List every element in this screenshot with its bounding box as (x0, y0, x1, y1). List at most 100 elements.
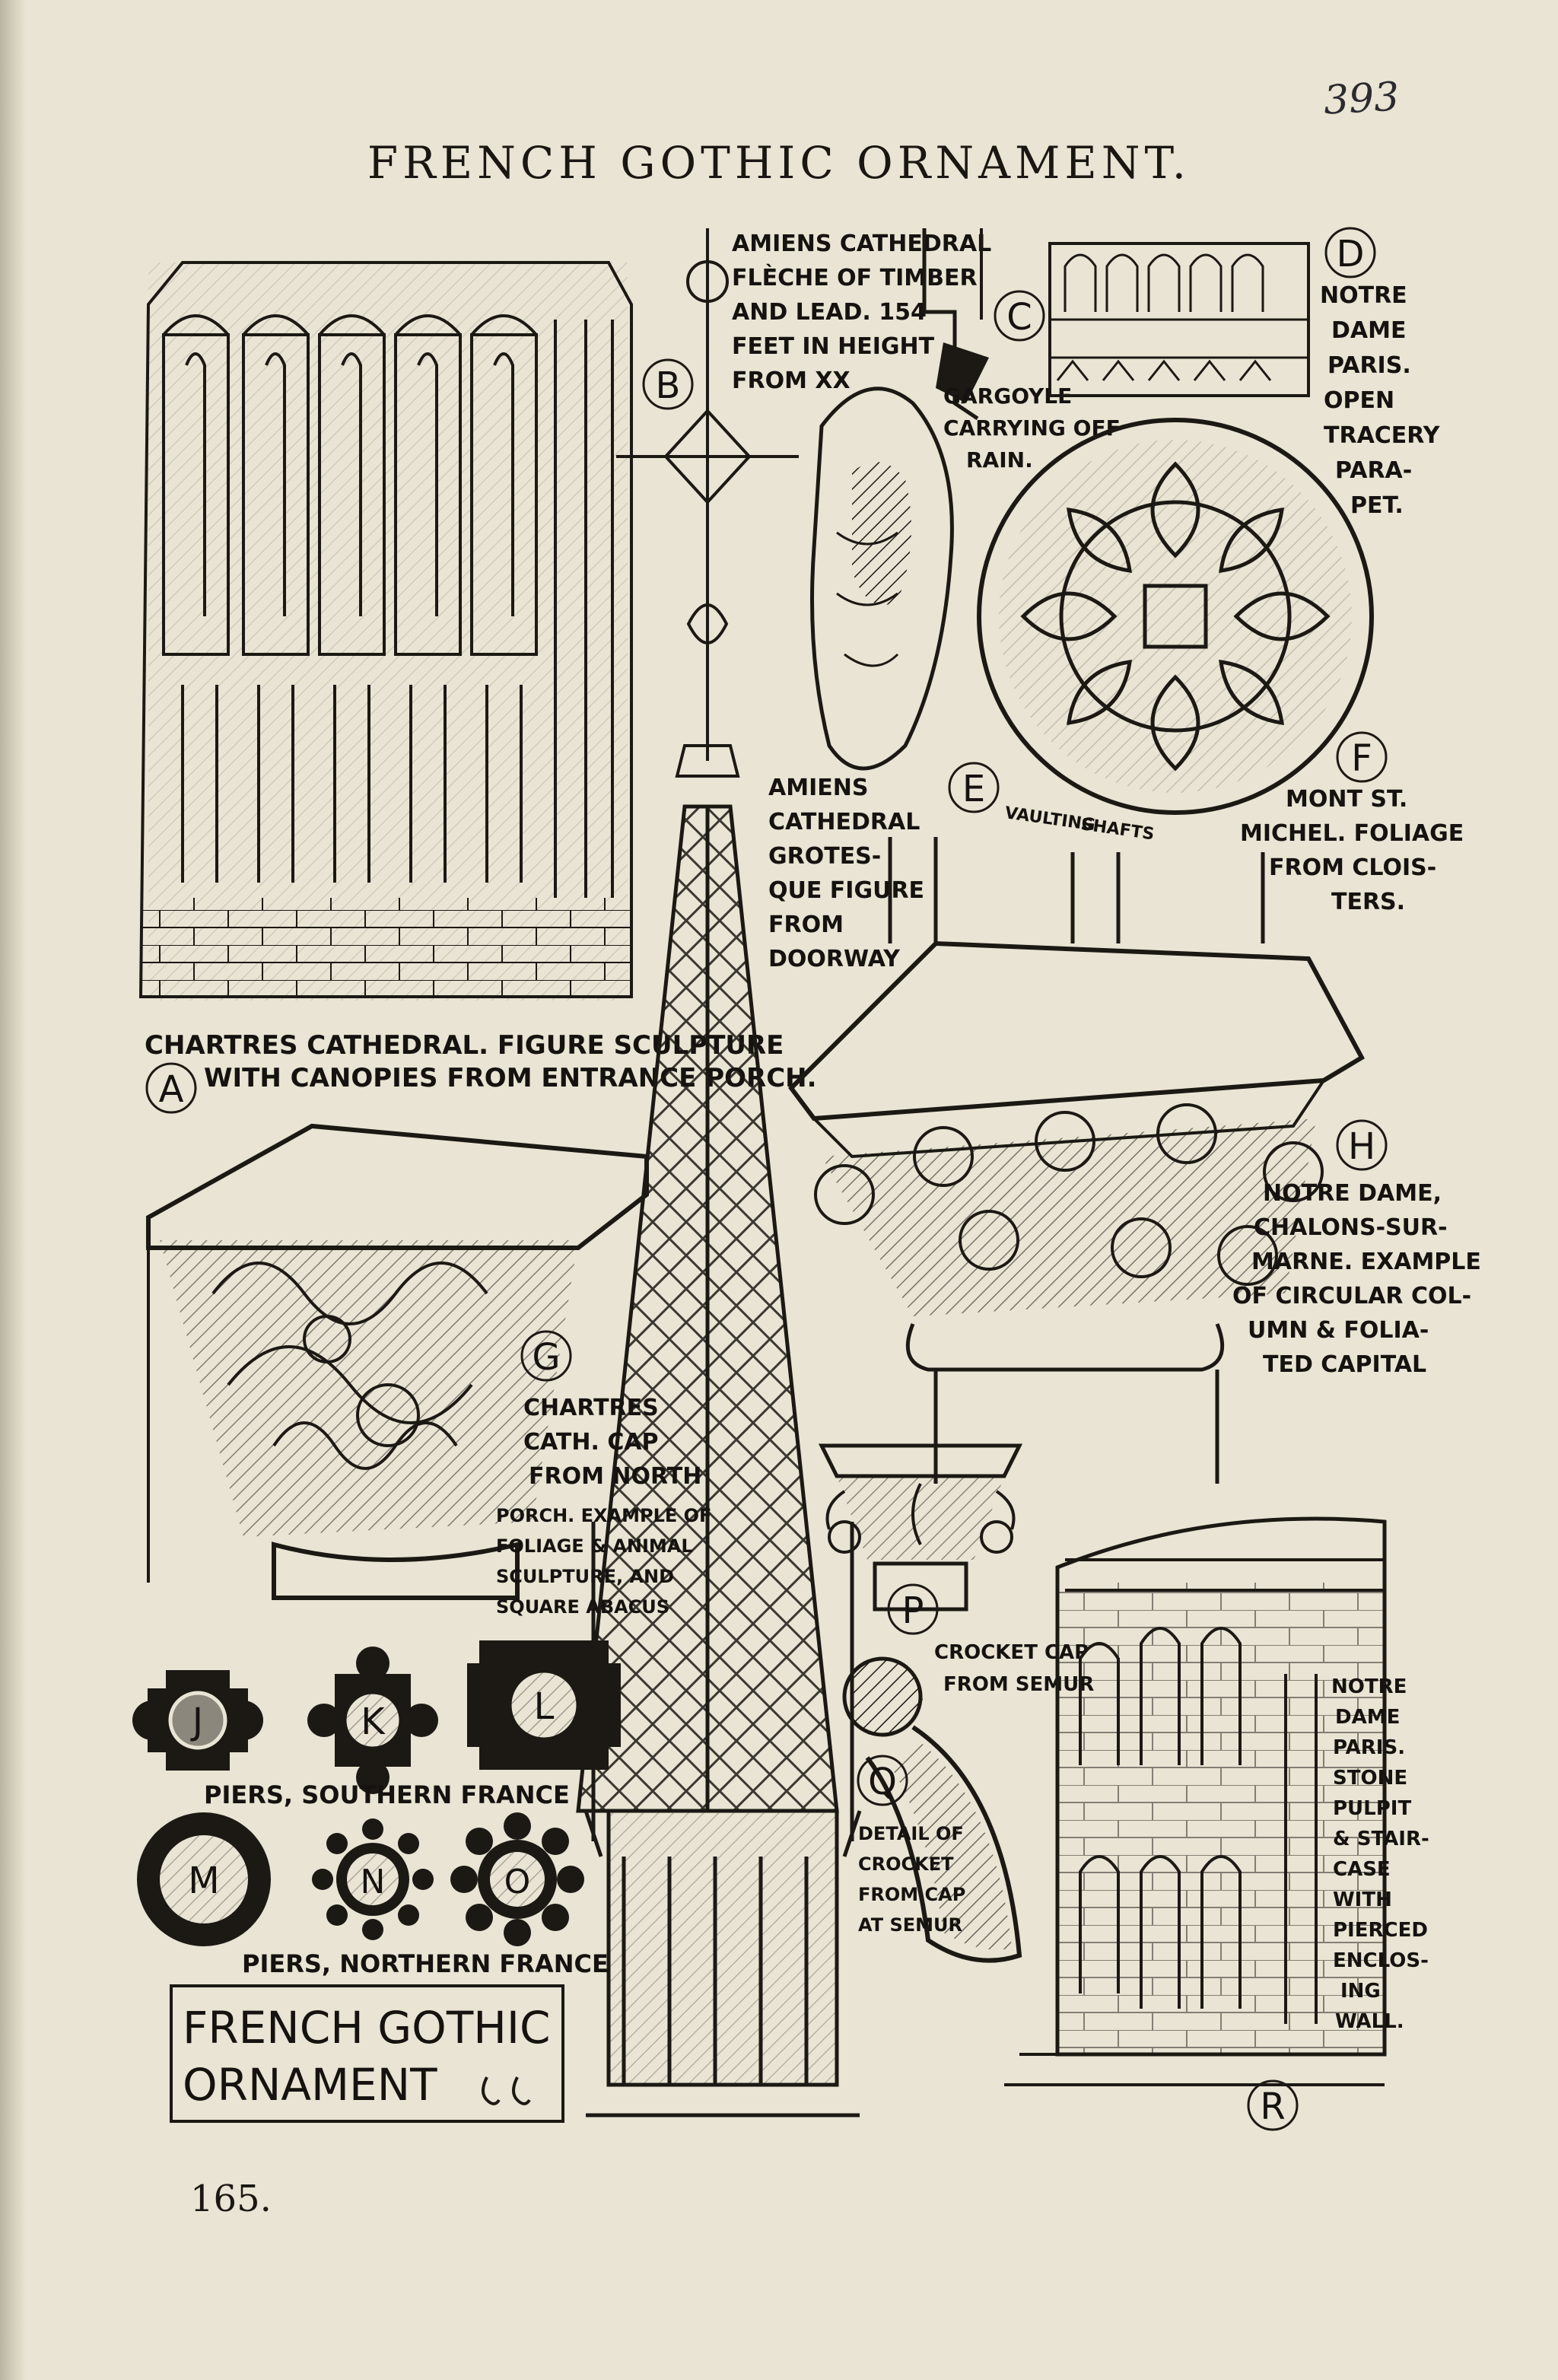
figure-d-caption-3: PARIS. (1327, 352, 1411, 379)
figure-f-caption-4: TERS. (1331, 889, 1405, 915)
figure-r-caption-2: DAME (1335, 1706, 1400, 1729)
pier-l (467, 1640, 621, 1770)
vaulting-label-2: SHAFTS (1079, 815, 1156, 844)
figure-d-caption-1: NOTRE (1320, 282, 1407, 309)
figure-e-caption-3: GROTES- (768, 843, 881, 870)
figure-c-gargoyle (922, 228, 989, 421)
figure-g-caption-4: PORCH. EXAMPLE OF (496, 1505, 711, 1526)
pier-o (450, 1812, 584, 1946)
figure-f-letter-circle (1336, 731, 1388, 783)
figure-d-caption-5: TRACERY (1324, 422, 1441, 449)
figure-h-letter-circle (1336, 1119, 1388, 1171)
figure-h-caption-6: TED CAPITAL (1263, 1351, 1426, 1378)
figure-r-letter: R (1260, 2086, 1285, 2128)
figure-g-caption-3: FROM NORTH (529, 1463, 701, 1490)
book-binding-shadow (0, 0, 26, 2380)
figure-a-letter: A (159, 1068, 184, 1111)
figure-r-caption-4: STONE (1333, 1767, 1407, 1790)
cartouche-line-1: FRENCH GOTHIC (183, 2002, 550, 2054)
cartouche-leaf-ornament (482, 2076, 531, 2105)
figure-d-letter: D (1337, 233, 1365, 275)
figure-h-caption-4: OF CIRCULAR COL- (1232, 1283, 1471, 1309)
figure-h-letter: H (1348, 1125, 1375, 1168)
pier-o-letter: O (504, 1863, 531, 1901)
figure-e-caption-2: CATHEDRAL (768, 809, 920, 835)
pier-k-letter: K (361, 1701, 386, 1743)
figure-g-caption-7: SQUARE ABACUS (496, 1596, 669, 1618)
figure-r-caption-12: WALL. (1335, 2010, 1404, 2033)
figure-b-caption-2: FLÈCHE OF TIMBER (732, 264, 978, 291)
figure-h-caption-3: MARNE. EXAMPLE (1251, 1249, 1481, 1275)
figure-q-caption-4: AT SEMUR (858, 1914, 962, 1936)
figure-b-caption-5: FROM XX (732, 368, 851, 394)
figure-f-foliage-roundel (977, 418, 1374, 815)
figure-r-caption-6: & STAIR- (1333, 1828, 1429, 1850)
figure-e-caption-4: QUE FIGURE (768, 877, 924, 904)
figure-f-caption-1: MONT ST. (1286, 786, 1407, 813)
figure-d-caption-2: DAME (1331, 317, 1406, 344)
pier-j-letter: J (190, 1701, 203, 1743)
piers-southern-caption: PIERS, SOUTHERN FRANCE (204, 1780, 570, 1809)
pier-m-letter: M (188, 1860, 219, 1902)
figure-f-caption-3: FROM CLOIS- (1269, 854, 1436, 881)
figure-r-caption-7: CASE (1333, 1858, 1391, 1881)
figure-p-crocket-cap (818, 1443, 1023, 1612)
figure-r-caption-11: ING (1340, 1980, 1381, 2003)
figure-r-caption-10: ENCLOS- (1333, 1949, 1429, 1972)
pier-m (137, 1812, 271, 1946)
figure-q-caption-2: CROCKET (858, 1853, 954, 1875)
figure-h-caption-2: CHALONS-SUR- (1254, 1214, 1448, 1241)
figure-r-caption-3: PARIS. (1333, 1736, 1405, 1759)
figure-r-caption-9: PIERCED (1333, 1919, 1428, 1942)
figure-e-caption-6: DOORWAY (768, 946, 901, 972)
figure-r-caption-5: PULPIT (1333, 1797, 1411, 1820)
figure-e-caption-1: AMIENS (768, 775, 868, 801)
figure-h-foliated-capital (788, 837, 1365, 1484)
figure-b-caption-3: AND LEAD. 154 (732, 299, 927, 326)
figure-d-caption-7: PET. (1350, 492, 1404, 519)
figure-a-chartres-statues (138, 261, 633, 1001)
figure-b-amiens-fleche (576, 228, 862, 2118)
figure-f-letter: F (1351, 737, 1372, 780)
figure-r-letter-circle (1247, 2079, 1299, 2131)
figure-h-caption-5: UMN & FOLIA- (1248, 1317, 1429, 1344)
figure-q-letter: Q (868, 1761, 897, 1803)
figure-g-letter-circle (520, 1330, 572, 1382)
figure-r-stone-pulpit (1004, 1516, 1387, 2086)
pier-j (132, 1670, 263, 1771)
figure-q-letter-circle (857, 1755, 908, 1806)
pier-k (307, 1647, 438, 1794)
figure-q-caption-3: FROM CAP (858, 1884, 965, 1905)
figure-e-letter: E (962, 768, 985, 810)
folio-number: 165. (190, 2178, 272, 2220)
figure-b-caption-1: AMIENS CATHEDRAL (732, 231, 991, 257)
figure-g-caption-5: FOLIAGE & ANIMAL (496, 1535, 693, 1557)
figure-a-letter-circle (145, 1062, 197, 1114)
figure-g-caption-6: SCULPTURE, AND (496, 1566, 674, 1587)
figure-c-caption-3: RAIN. (966, 447, 1033, 473)
pier-l-letter: L (534, 1685, 555, 1728)
figure-b-caption-4: FEET IN HEIGHT (732, 333, 935, 360)
figure-e-grotesque (810, 387, 954, 771)
pier-n-letter: N (361, 1863, 386, 1901)
figure-f-caption-2: MICHEL. FOLIAGE (1240, 820, 1464, 847)
piers-northern-caption: PIERS, NORTHERN FRANCE (242, 1949, 609, 1978)
figure-q-crocket-detail (842, 1656, 1022, 1963)
pier-n (312, 1818, 434, 1940)
figure-d-tracery-parapet (1048, 242, 1310, 397)
figure-d-letter-circle (1324, 227, 1376, 278)
figure-g-caption-1: CHARTRES (523, 1395, 659, 1421)
figure-r-caption-8: WITH (1333, 1888, 1392, 1911)
figure-e-caption-5: FROM (768, 912, 844, 938)
figure-c-caption-2: CARRYING OFF (943, 415, 1121, 441)
figure-b-letter-circle (642, 358, 694, 410)
figure-c-letter: C (1006, 296, 1032, 339)
figure-g-chartres-capital (146, 1123, 649, 1600)
figure-b-letter: B (656, 364, 681, 407)
figure-h-caption-1: NOTRE DAME, (1263, 1180, 1442, 1207)
figure-p-letter: P (902, 1589, 924, 1632)
figure-r-caption-1: NOTRE (1331, 1675, 1407, 1698)
figure-d-caption-6: PARA- (1335, 457, 1412, 484)
